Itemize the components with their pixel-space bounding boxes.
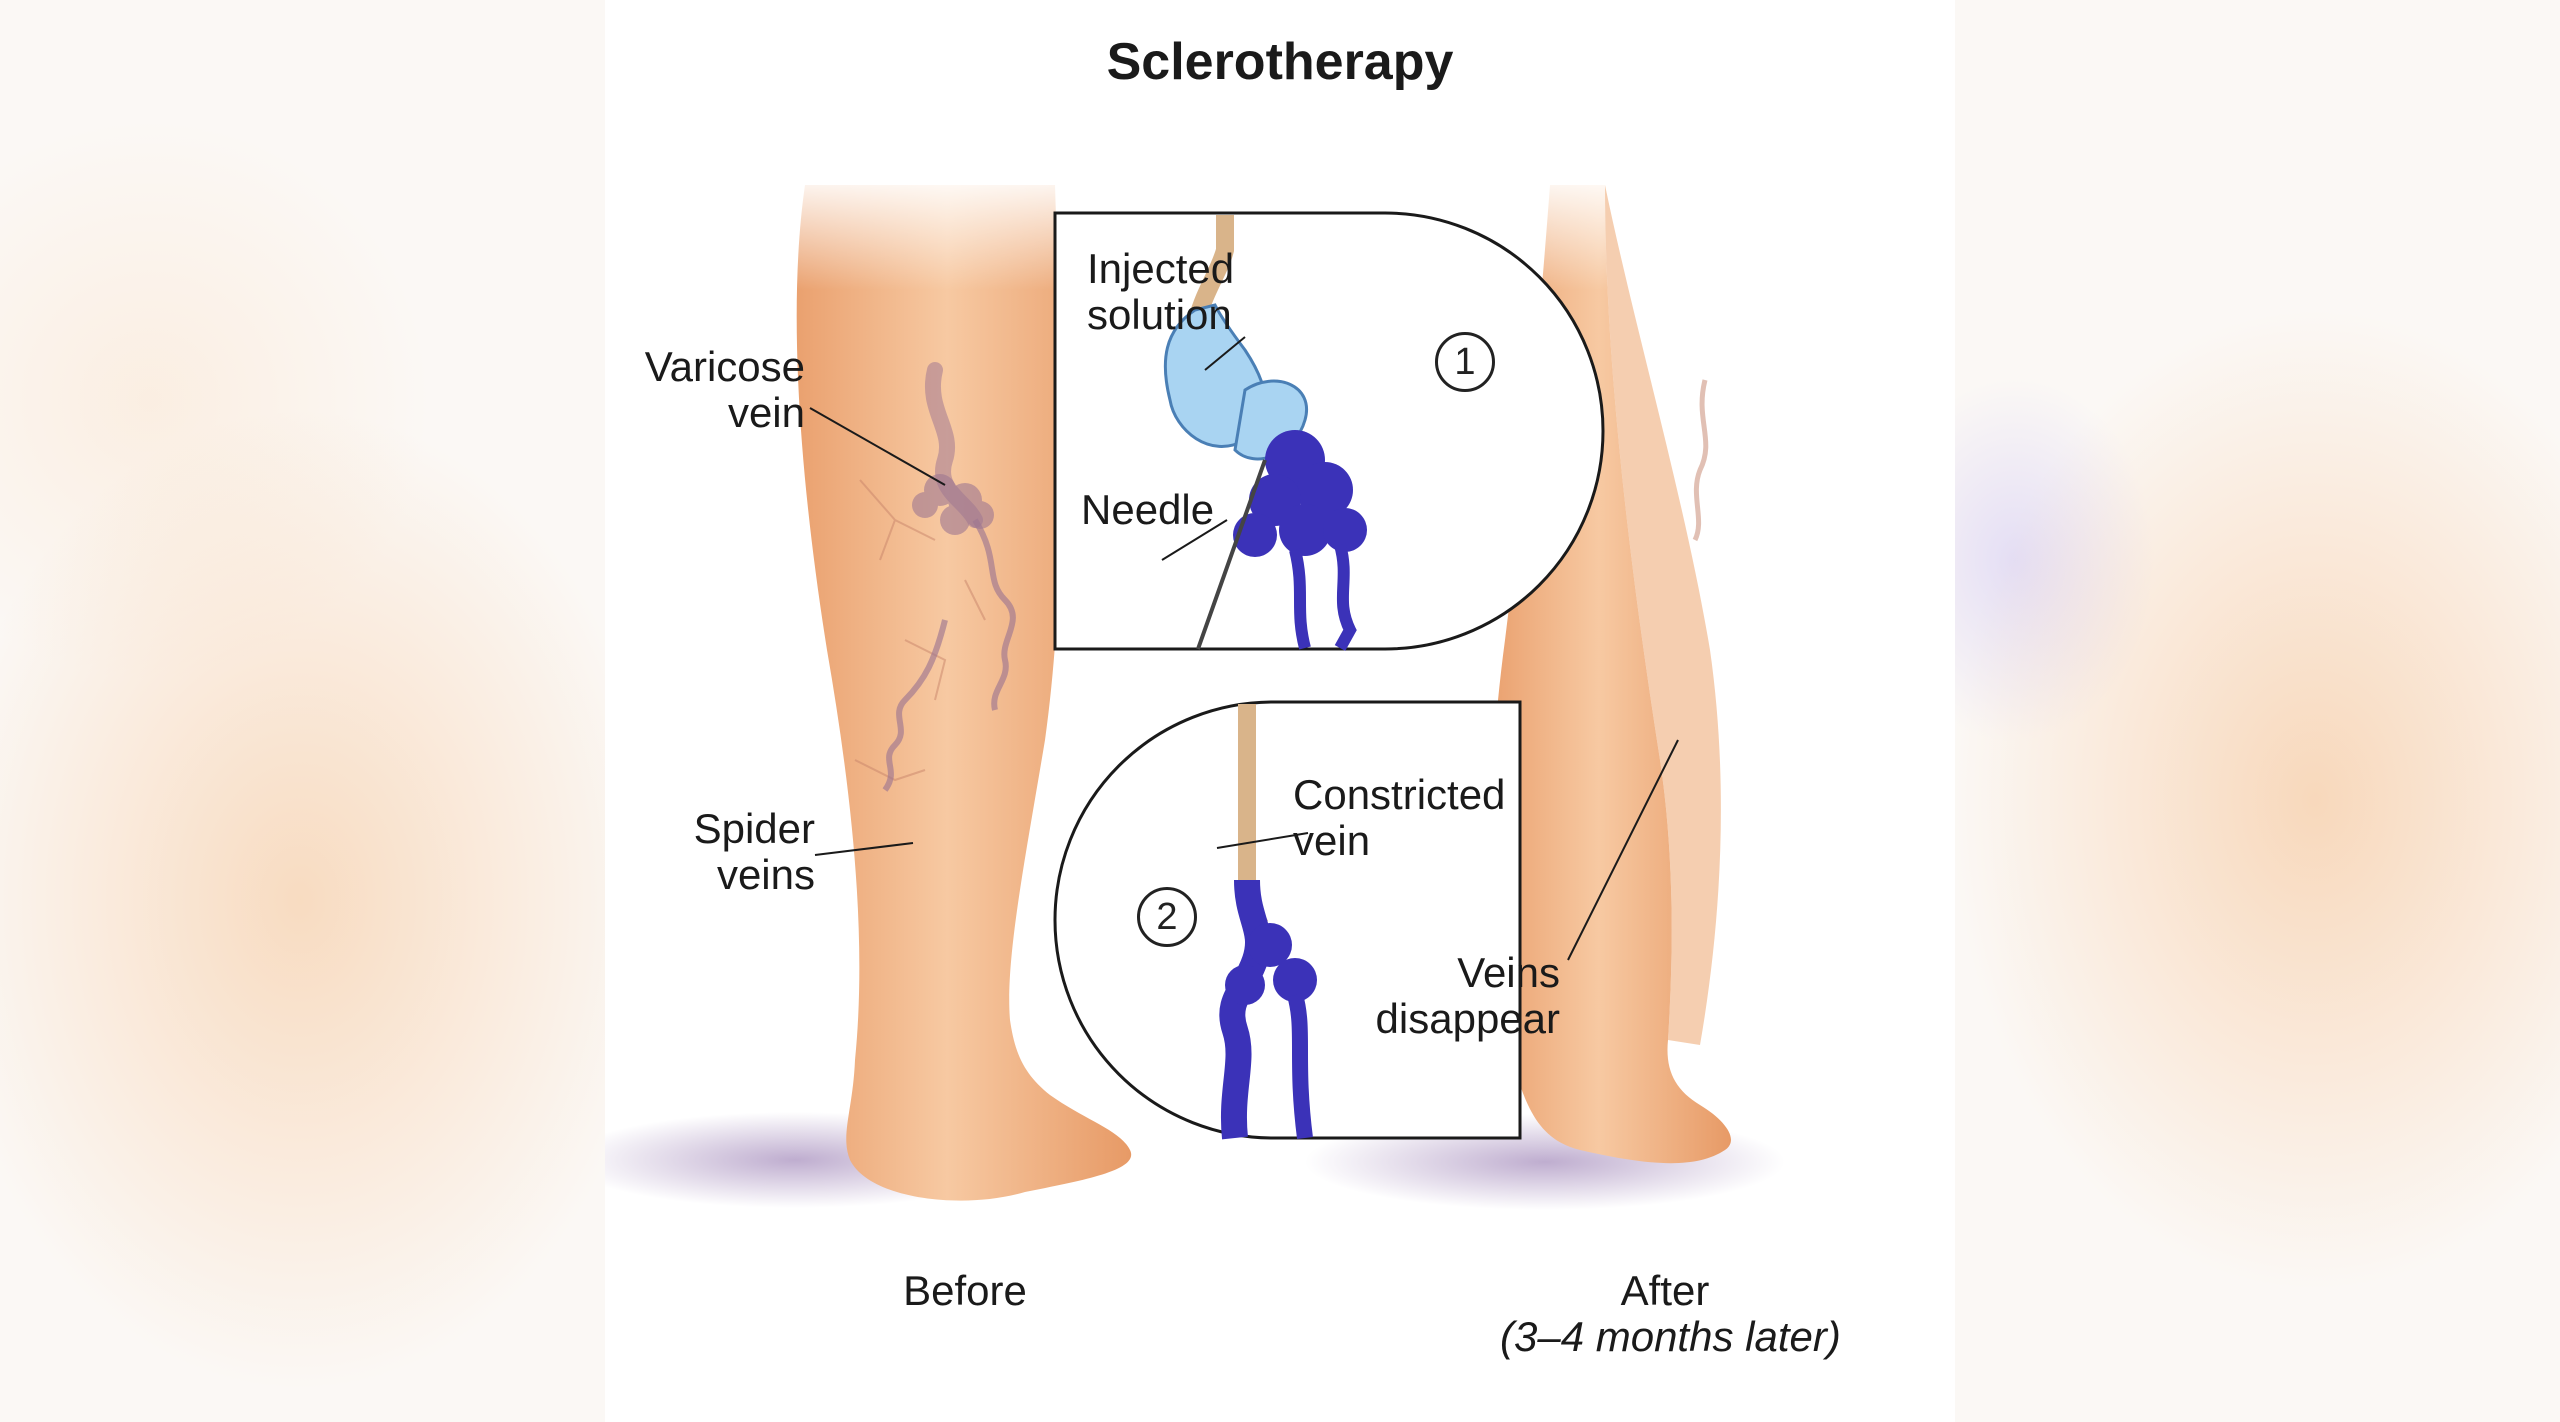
page-title: Sclerotherapy (1106, 33, 1454, 91)
label-injected-line1: Injected (1087, 245, 1235, 292)
label-before: Before (903, 1267, 1027, 1314)
leg-before (775, 170, 1132, 1201)
label-injected-line2: solution (1087, 291, 1232, 338)
inset-step-2 (1053, 700, 1522, 1140)
blurred-background-right (1955, 0, 2560, 1422)
inset-1-artwork (1161, 215, 1367, 651)
leader-varicose (809, 407, 946, 486)
label-after: After (1620, 1267, 1710, 1314)
inset-2-artwork (1216, 704, 1317, 1140)
label-varicose-vein: Varicose vein (605, 344, 805, 436)
label-disappear-line1: Veins (1457, 949, 1560, 996)
label-constricted-vein: Constricted vein (1293, 772, 1505, 864)
label-veins-disappear: Veins disappear (1345, 950, 1560, 1042)
step-2-badge: 2 (1137, 887, 1197, 947)
label-constricted-line2: vein (1293, 817, 1371, 864)
blurred-background-left (0, 0, 605, 1422)
label-injected-solution: Injected solution (1087, 246, 1234, 338)
label-spider-line2: veins (716, 851, 815, 898)
leader-disappear (1567, 739, 1679, 961)
step-1-badge: 1 (1435, 332, 1495, 392)
label-needle: Needle (1081, 486, 1215, 533)
label-varicose-line2: vein (727, 389, 805, 436)
label-after-note: (3–4 months later) (1500, 1313, 1841, 1360)
leader-spider (814, 842, 914, 856)
label-varicose-line1: Varicose (644, 343, 805, 390)
label-spider-veins: Spider veins (605, 806, 815, 898)
label-constricted-line1: Constricted (1293, 771, 1506, 818)
sclerotherapy-diagram: Sclerotherapy Varicose vein Spider veins… (605, 0, 1955, 1422)
diagram-artwork (605, 170, 1785, 1210)
label-spider-line1: Spider (693, 805, 815, 852)
label-disappear-line2: disappear (1375, 995, 1560, 1042)
